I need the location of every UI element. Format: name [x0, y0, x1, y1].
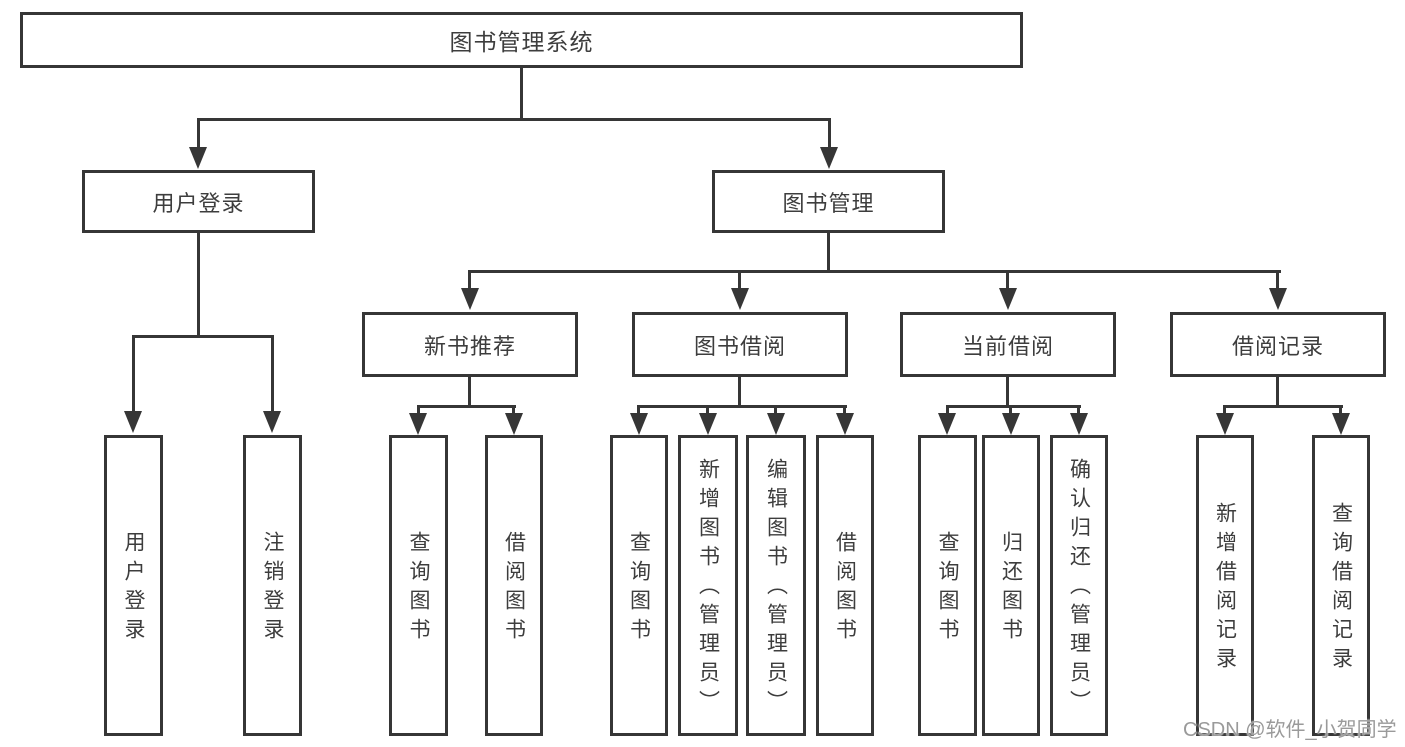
csdn-watermark: CSDN @软件_小贺同学 — [1183, 719, 1397, 741]
connector-line — [512, 408, 515, 413]
connector-line — [637, 405, 847, 408]
connector-line — [1276, 377, 1279, 405]
arrow-down-icon — [999, 288, 1017, 310]
arrow-down-icon — [767, 413, 785, 435]
connector-line — [827, 233, 830, 270]
connector-line — [1223, 405, 1343, 408]
connector-line — [417, 408, 420, 413]
arrow-down-icon — [1070, 413, 1088, 435]
arrow-down-icon — [1269, 288, 1287, 310]
arrow-down-icon — [938, 413, 956, 435]
node-borrowing-records-label: 借阅记录 — [1231, 333, 1324, 359]
node-book-borrowing-label: 图书借阅 — [693, 333, 786, 359]
node-book-management-label: 图书管理 — [782, 190, 875, 216]
node-new-book-recommend-label: 新书推荐 — [423, 333, 516, 359]
leaf-query-books-recommend-label: 查询图书 — [407, 530, 430, 647]
leaf-add-borrow-record: 新增借阅记录 — [1196, 435, 1254, 736]
arrow-down-icon — [630, 413, 648, 435]
connector-line — [417, 405, 516, 408]
connector-line — [468, 273, 471, 288]
connector-line — [271, 338, 274, 411]
node-borrowing-records: 借阅记录 — [1170, 312, 1386, 377]
connector-line — [197, 118, 831, 121]
leaf-borrow-books-recommend: 借阅图书 — [485, 435, 543, 736]
connector-line — [1223, 408, 1226, 413]
leaf-add-borrow-record-label: 新增借阅记录 — [1213, 501, 1237, 676]
node-book-borrowing: 图书借阅 — [632, 312, 848, 377]
arrow-down-icon — [1332, 413, 1350, 435]
leaf-edit-books-admin-label: 编辑图书（管理员） — [764, 458, 788, 719]
connector-line — [738, 273, 741, 288]
leaf-confirm-return-admin: 确认归还（管理员） — [1050, 435, 1108, 736]
leaf-query-borrow-record: 查询借阅记录 — [1312, 435, 1370, 736]
connector-line — [1276, 273, 1279, 288]
arrow-down-icon — [409, 413, 427, 435]
node-user-login: 用户登录 — [82, 170, 315, 233]
connector-line — [468, 270, 1281, 273]
arrow-down-icon — [836, 413, 854, 435]
connector-line — [946, 405, 1081, 408]
connector-line — [828, 121, 831, 147]
node-book-management: 图书管理 — [712, 170, 945, 233]
connector-line — [637, 408, 640, 413]
connector-line — [468, 377, 471, 405]
node-new-book-recommend: 新书推荐 — [362, 312, 578, 377]
connector-line — [774, 408, 777, 413]
arrow-down-icon — [263, 411, 281, 433]
connector-line — [132, 338, 135, 411]
leaf-logout-label: 注销登录 — [261, 530, 284, 647]
node-root-label: 图书管理系统 — [449, 29, 594, 55]
node-user-login-label: 用户登录 — [152, 190, 245, 216]
leaf-query-books-borrow-label: 查询图书 — [627, 530, 651, 647]
connector-line — [197, 233, 200, 335]
leaf-confirm-return-admin-label: 确认归还（管理员） — [1067, 458, 1091, 719]
leaf-query-books-current: 查询图书 — [918, 435, 977, 736]
connector-line — [1077, 408, 1080, 413]
leaf-query-books-borrow: 查询图书 — [610, 435, 668, 736]
arrow-down-icon — [1216, 413, 1234, 435]
arrow-down-icon — [461, 288, 479, 310]
arrow-down-icon — [505, 413, 523, 435]
node-root: 图书管理系统 — [20, 12, 1023, 68]
arrow-down-icon — [699, 413, 717, 435]
node-current-borrowing-label: 当前借阅 — [961, 333, 1054, 359]
leaf-borrow-books-recommend-label: 借阅图书 — [502, 530, 526, 647]
leaf-return-books: 归还图书 — [982, 435, 1040, 736]
leaf-query-books-recommend: 查询图书 — [389, 435, 448, 736]
leaf-borrow-books: 借阅图书 — [816, 435, 874, 736]
leaf-query-borrow-record-label: 查询借阅记录 — [1329, 501, 1353, 676]
connector-line — [706, 408, 709, 413]
leaf-query-books-current-label: 查询图书 — [936, 530, 959, 647]
connector-line — [946, 408, 949, 413]
leaf-user-login: 用户登录 — [104, 435, 163, 736]
node-current-borrowing: 当前借阅 — [900, 312, 1116, 377]
arrow-down-icon — [189, 147, 207, 169]
arrow-down-icon — [124, 411, 142, 433]
arrow-down-icon — [820, 147, 838, 169]
leaf-edit-books-admin: 编辑图书（管理员） — [746, 435, 806, 736]
connector-line — [1006, 377, 1009, 405]
connector-line — [520, 68, 523, 118]
connector-line — [738, 377, 741, 405]
leaf-user-login-label: 用户登录 — [122, 530, 145, 647]
connector-line — [132, 335, 274, 338]
connector-line — [197, 121, 200, 147]
leaf-borrow-books-label: 借阅图书 — [833, 530, 857, 647]
leaf-add-books-admin: 新增图书（管理员） — [678, 435, 738, 736]
arrow-down-icon — [1002, 413, 1020, 435]
arrow-down-icon — [731, 288, 749, 310]
leaf-return-books-label: 归还图书 — [999, 530, 1023, 647]
connector-line — [843, 408, 846, 413]
leaf-add-books-admin-label: 新增图书（管理员） — [696, 458, 720, 719]
connector-line — [1006, 273, 1009, 288]
connector-line — [1339, 408, 1342, 413]
leaf-logout: 注销登录 — [243, 435, 302, 736]
connector-line — [1009, 408, 1012, 413]
